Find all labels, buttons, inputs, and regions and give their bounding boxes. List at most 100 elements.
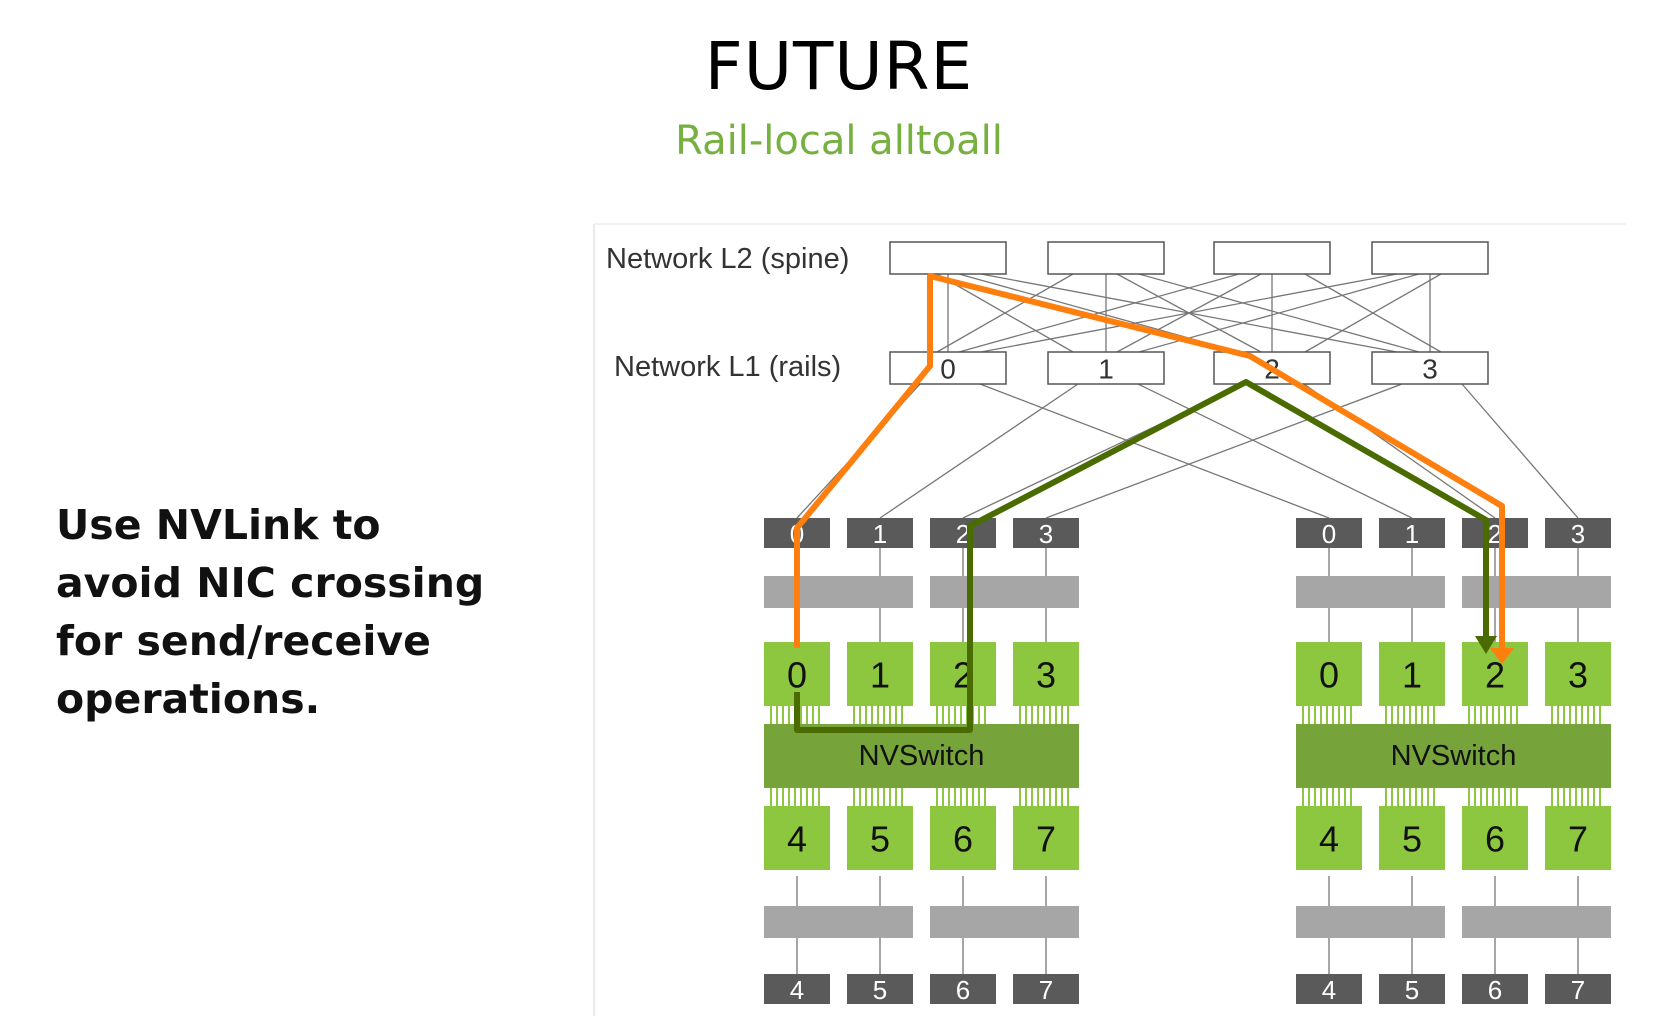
nvlink-lane <box>1563 706 1565 724</box>
nvlink-lane <box>1344 706 1346 724</box>
nvlink-lane <box>942 788 944 806</box>
nic-top <box>1545 518 1611 548</box>
nvlink-lane <box>794 788 796 806</box>
rail-label: 0 <box>940 354 956 385</box>
nvlink-lane <box>1031 788 1033 806</box>
nvlink-lane <box>818 706 820 724</box>
nvlink-lane <box>1344 788 1346 806</box>
nvlink-lane <box>1480 788 1482 806</box>
nvlink-lane <box>1332 706 1334 724</box>
gpu-top-label: 1 <box>1402 655 1422 696</box>
nic-bottom-label: 4 <box>790 975 804 1005</box>
nvlink-lane <box>984 706 986 724</box>
nic-bottom <box>1013 974 1079 1004</box>
nic-bottom-label: 5 <box>873 975 887 1005</box>
nic-bottom <box>764 974 830 1004</box>
nvlink-lane <box>1308 788 1310 806</box>
nvlink-lane <box>1067 706 1069 724</box>
nvlink-lane <box>859 788 861 806</box>
nic-top <box>1296 518 1362 548</box>
rail-nic-link <box>979 383 1330 519</box>
nvlink-lane <box>948 706 950 724</box>
nvlink-lane <box>1320 788 1322 806</box>
spine-switch <box>1047 241 1165 275</box>
nvlink-lane <box>1415 706 1417 724</box>
nvlink-lane <box>1019 706 1021 724</box>
nvswitch-label: NVSwitch <box>859 740 985 772</box>
gpu-bottom-label: 6 <box>953 819 973 860</box>
nvlink-lane <box>1302 706 1304 724</box>
nvlink-lane <box>1350 706 1352 724</box>
spine-rail-link <box>936 273 1074 353</box>
nvlink-lane <box>1486 788 1488 806</box>
nvlink-lane <box>1504 706 1506 724</box>
nvlink-lane <box>1391 706 1393 724</box>
nic-bottom-label: 7 <box>1039 975 1053 1005</box>
slide-title: FUTURE <box>704 28 974 105</box>
nvlink-lane <box>1468 706 1470 724</box>
nvlink-lane <box>1510 706 1512 724</box>
gpu-bottom-label: 7 <box>1036 819 1056 860</box>
gpu-bottom <box>1296 806 1362 870</box>
rail-switch <box>889 351 1007 385</box>
gpu-bottom <box>1545 806 1611 870</box>
nvlink-lane <box>1421 706 1423 724</box>
gpu-bottom-label: 4 <box>787 819 807 860</box>
nvlink-lane <box>1587 706 1589 724</box>
gpu-top <box>930 642 996 706</box>
nvlink-lane <box>1516 706 1518 724</box>
nic-bottom <box>1379 974 1445 1004</box>
nvlink-lane <box>1326 788 1328 806</box>
nic-top-label: 1 <box>873 519 887 549</box>
gpu-bottom <box>1379 806 1445 870</box>
nvlink-lane <box>1061 788 1063 806</box>
nvlink-lane <box>1031 706 1033 724</box>
nvlink-lane <box>1061 706 1063 724</box>
nic-top <box>1379 518 1445 548</box>
description-line: Use NVLink to <box>56 501 381 549</box>
nvlink-lane <box>895 706 897 724</box>
gpu-top <box>1379 642 1445 706</box>
nvlink-lane <box>1043 706 1045 724</box>
nic-bottom-label: 6 <box>1488 975 1502 1005</box>
nic-top-label: 1 <box>1405 519 1419 549</box>
nvlink-lane <box>1049 788 1051 806</box>
nvlink-lane <box>776 706 778 724</box>
nvlink-lane <box>871 706 873 724</box>
pcie-switch <box>1462 906 1611 938</box>
nvlink-lane <box>1581 788 1583 806</box>
pcie-switch <box>1296 906 1445 938</box>
nic-bottom-label: 5 <box>1405 975 1419 1005</box>
nvlink-lane <box>1569 706 1571 724</box>
nic-top-label: 2 <box>1488 519 1502 549</box>
nvlink-lane <box>788 788 790 806</box>
nvlink-lane <box>1492 788 1494 806</box>
orange-path <box>794 273 1505 660</box>
nvlink-lane <box>936 788 938 806</box>
nvlink-lane <box>1025 788 1027 806</box>
nvlink-lane <box>1397 788 1399 806</box>
nvlink-lane <box>883 706 885 724</box>
nvlink-lane <box>883 788 885 806</box>
nvlink-lane <box>1055 706 1057 724</box>
nvlink-lane <box>1504 788 1506 806</box>
nic-top <box>930 518 996 548</box>
nvlink-lane <box>1516 788 1518 806</box>
spine-label: Network L2 (spine) <box>606 243 849 275</box>
nvlink-lane <box>901 788 903 806</box>
gpu-top-label: 3 <box>1036 655 1056 696</box>
nvlink-lane <box>1427 706 1429 724</box>
rail-nic-link <box>1137 383 1413 519</box>
nvlink-lane <box>1599 706 1601 724</box>
nvlink-lane <box>1569 788 1571 806</box>
spine-switch <box>889 241 1007 275</box>
gpu-top-label: 1 <box>870 655 890 696</box>
gpu-bottom-label: 5 <box>870 819 890 860</box>
nic-bottom-label: 4 <box>1322 975 1336 1005</box>
nic-top <box>847 518 913 548</box>
nvlink-lane <box>812 788 814 806</box>
nvlink-lane <box>1025 706 1027 724</box>
nvlink-lane <box>853 788 855 806</box>
nvlink-lane <box>1480 706 1482 724</box>
nvlink-lane <box>1385 706 1387 724</box>
